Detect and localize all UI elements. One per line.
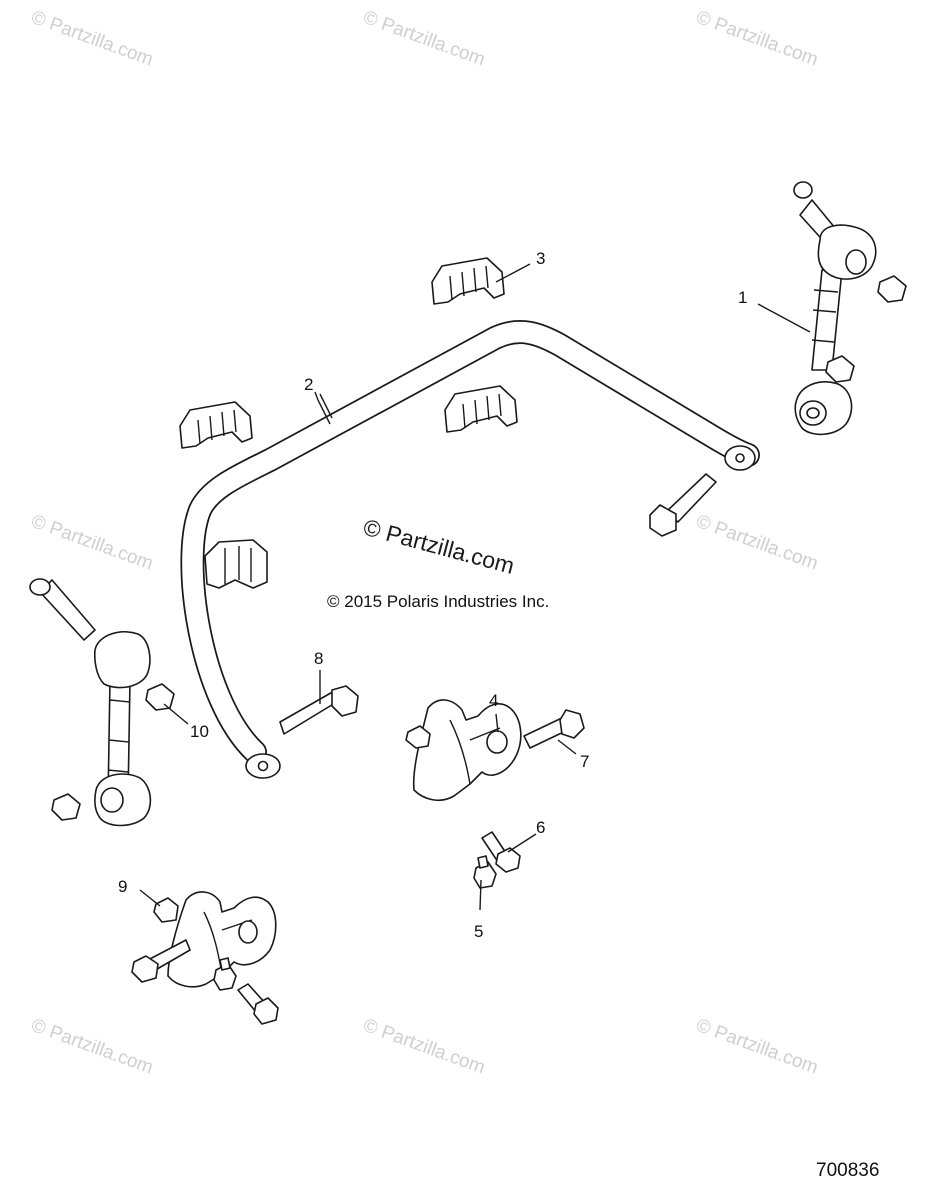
watermark: © Partzilla.com — [28, 1015, 155, 1079]
grease-fitting-lower — [213, 957, 237, 991]
callout-10: 10 — [190, 722, 209, 741]
bracket-9 — [153, 891, 277, 988]
watermark: © Partzilla.com — [693, 1015, 820, 1079]
stabilizer-link-right — [793, 181, 907, 436]
callout-2: 2 — [304, 375, 313, 394]
watermark: © Partzilla.com — [693, 7, 820, 71]
callout-9: 9 — [118, 877, 127, 896]
bolt-lower-left — [131, 939, 191, 983]
bolt-bar-right — [649, 473, 717, 537]
callout-7: 7 — [580, 752, 589, 771]
callout-8: 8 — [314, 649, 323, 668]
stabilizer-bar — [180, 320, 760, 779]
watermark: © Partzilla.com — [28, 511, 155, 575]
bolt-lower-right — [237, 983, 279, 1025]
document-number: 700836 — [816, 1160, 879, 1181]
bushing-middle — [444, 385, 518, 433]
watermark: © Partzilla.com — [360, 7, 487, 71]
callout-3: 3 — [536, 249, 545, 268]
stabilizer-link-left — [29, 578, 175, 827]
bushing-left — [179, 401, 253, 449]
bolt-8 — [279, 685, 359, 735]
callout-1: 1 — [738, 288, 747, 307]
grease-fitting-5 — [473, 855, 497, 889]
callout-5: 5 — [474, 922, 483, 941]
watermark: © Partzilla.com — [360, 1015, 487, 1079]
watermark: © Partzilla.com — [28, 7, 155, 71]
callout-4: 4 — [489, 691, 498, 710]
copyright-text: © 2015 Polaris Industries Inc. — [327, 592, 549, 611]
bushing-lower — [204, 539, 268, 589]
bracket-4 — [405, 699, 522, 802]
bolt-7 — [523, 709, 585, 749]
center-watermark: © Partzilla.com — [361, 514, 517, 579]
callout-6: 6 — [536, 818, 545, 837]
watermark: © Partzilla.com — [693, 511, 820, 575]
callouts: 1 2 3 4 5 6 7 8 9 10 — [118, 249, 747, 941]
leader-lines — [139, 263, 811, 911]
bushing-top — [431, 257, 505, 305]
bolt-6 — [481, 831, 521, 873]
